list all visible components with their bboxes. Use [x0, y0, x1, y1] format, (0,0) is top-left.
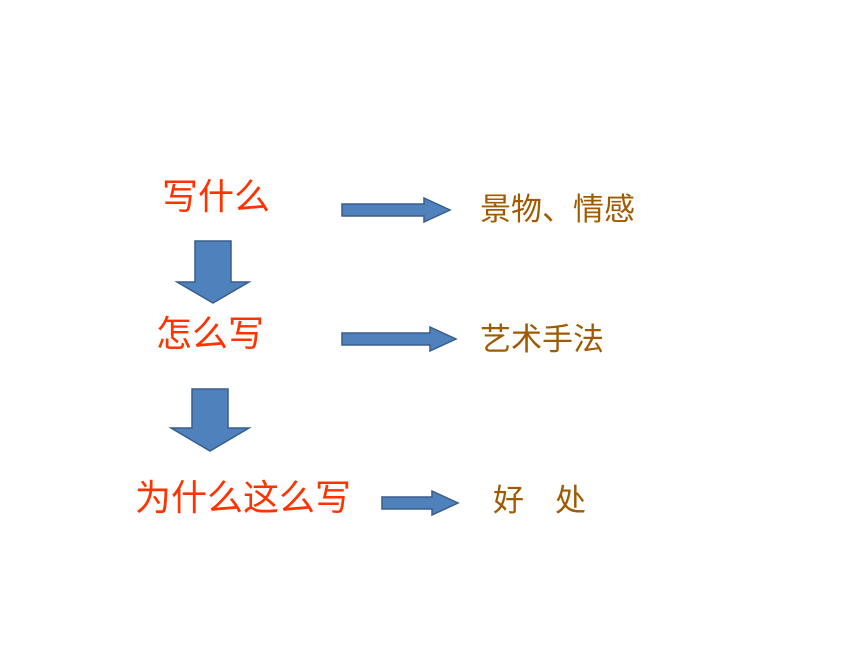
answer-artistic-techniques: 艺术手法 [480, 322, 604, 358]
answer-scenery-emotion: 景物、情感 [480, 192, 635, 228]
down-arrow-2 [168, 388, 252, 452]
answer-benefits: 好 处 [493, 483, 586, 519]
question-why-write-this-way: 为什么这么写 [135, 478, 352, 519]
right-arrow-2 [341, 325, 458, 353]
right-arrow-1 [341, 196, 452, 224]
right-arrow-3 [381, 489, 460, 517]
down-arrow-1 [174, 240, 252, 304]
question-what-to-write: 写什么 [162, 177, 271, 218]
question-how-to-write: 怎么写 [156, 314, 265, 355]
